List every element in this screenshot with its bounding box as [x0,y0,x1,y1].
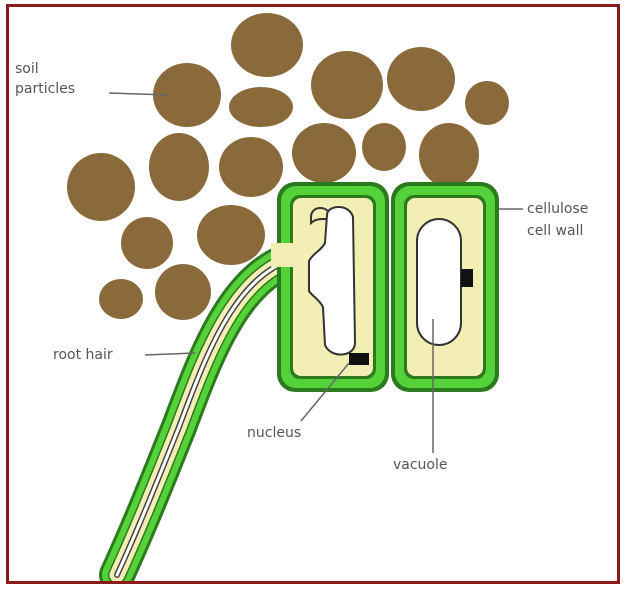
soil-particles-label-line2: particles [15,81,75,97]
nucleus-left [349,353,369,365]
soil-particle [231,13,303,77]
vacuole-label: vacuole [393,457,448,473]
soil-particle [362,123,406,171]
soil-particle [155,264,211,320]
soil-particles-label-line1: soil [15,61,39,77]
soil-particle [67,153,135,221]
soil-particle [465,81,509,125]
soil-particle [311,51,383,119]
soil-particle [121,217,173,269]
vacuole-right [417,219,461,345]
nucleus-label: nucleus [247,425,301,441]
soil-particle [292,123,356,183]
soil-particle [229,87,293,127]
soil-particle [419,123,479,187]
cellulose-cell-wall-label-line2: cell wall [527,223,583,239]
cellulose-cell-wall-label-line1: cellulose [527,201,588,217]
soil-particle [387,47,455,111]
root-hair-cell [271,182,389,392]
soil-particle [99,279,143,319]
root-hair-label: root hair [53,347,113,363]
neighbor-cell [391,182,499,392]
root-hair-cell-diagram: soil particles root hair cellulose cell … [9,7,620,584]
diagram-frame: soil particles root hair cellulose cell … [6,4,620,584]
soil-particle [197,205,265,265]
nucleus-right [461,269,473,287]
soil-particle [149,133,209,201]
soil-particle [219,137,283,197]
